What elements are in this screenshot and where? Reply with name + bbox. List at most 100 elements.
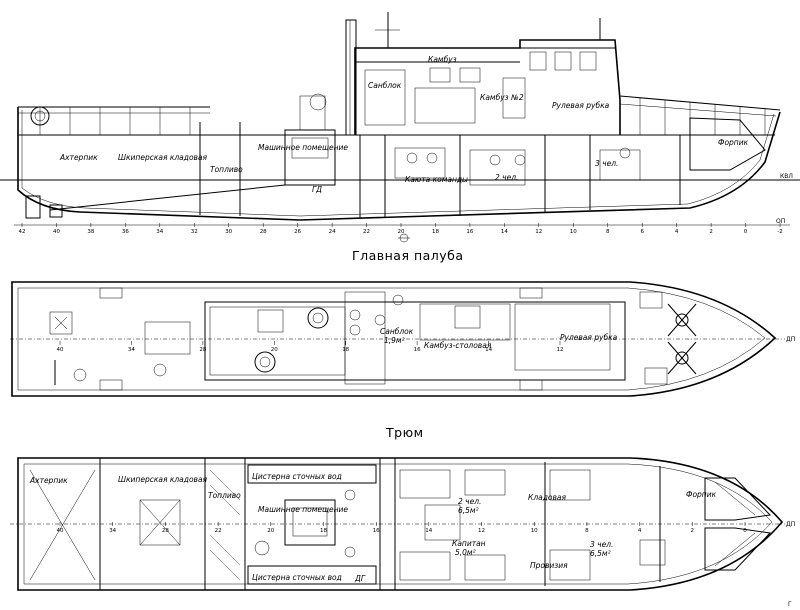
label-forepeak-profile: Форпик — [718, 138, 749, 147]
frame-number: 10 — [570, 229, 577, 235]
label-sanblok-area: 1,9м² — [384, 336, 405, 345]
label-captain-hold: Капитан — [452, 539, 486, 548]
frame-number: 22 — [363, 229, 370, 235]
funnel — [345, 19, 357, 136]
frame-number: 20 — [398, 229, 405, 235]
frame-number: 34 — [156, 229, 163, 235]
title-hold: Трюм — [385, 425, 424, 440]
frame-number: 30 — [225, 229, 232, 235]
frame-number: 10 — [531, 528, 538, 534]
label-sanblok-profile: Санблок — [368, 81, 402, 90]
superstructure-windows — [429, 51, 597, 119]
frame-number: 14 — [485, 347, 492, 353]
frame-number: 18 — [432, 229, 439, 235]
label-three-person-hold: 3 чел. — [590, 540, 613, 549]
frame-number: 32 — [191, 229, 198, 235]
hold-outline — [17, 457, 784, 591]
marker-kvl: КВЛ — [780, 173, 793, 180]
hold-plan: Ахтерпик Шкиперская кладовая Топливо Цис… — [10, 457, 795, 608]
deck-reel-icon — [254, 351, 276, 373]
bow-rail — [619, 95, 781, 111]
frame-number: 4 — [638, 528, 642, 534]
label-gd-profile: ГД — [312, 185, 322, 194]
label-kombuz-profile: Камбуз — [428, 55, 457, 64]
marker-op: ОП — [776, 218, 785, 225]
label-captain-area: 5,0м² — [455, 548, 476, 557]
label-two-person-hold: 2 чел. — [458, 497, 481, 506]
frame-number: 28 — [260, 229, 267, 235]
label-tank-top: Цистерна сточных вод — [252, 472, 342, 481]
label-engine-hold: Машинное помещение — [258, 505, 348, 514]
frame-number: 0 — [743, 528, 747, 534]
label-fuel-profile: Топливо — [210, 165, 243, 174]
frame-number: 12 — [478, 528, 485, 534]
frame-number: 16 — [466, 229, 473, 235]
frame-number: 42 — [19, 229, 26, 235]
profile-view: Ахтерпик Шкиперская кладовая Топливо Маш… — [0, 12, 800, 235]
profile-bulkheads — [199, 122, 681, 218]
frame-number: 12 — [535, 229, 542, 235]
frame-number: 40 — [57, 347, 64, 353]
bow-rail-2 — [619, 103, 777, 117]
waste-tank-top — [247, 464, 377, 484]
hull-outline — [17, 107, 781, 221]
anchor-windlass-icon — [675, 313, 689, 327]
label-kombuz2-profile: Камбуз №2 — [480, 93, 524, 102]
frame-number: 38 — [87, 229, 94, 235]
frame-number: -2 — [777, 229, 782, 235]
label-engine-profile: Машинное помещение — [258, 143, 348, 152]
frame-number: 18 — [320, 528, 327, 534]
engine-pulley-icon — [309, 93, 327, 111]
label-two-person-area: 6,5м² — [458, 506, 479, 515]
frame-number: 28 — [162, 528, 169, 534]
label-dg-hold: ДГ — [354, 574, 366, 583]
marker-dp1: ДП — [786, 336, 795, 343]
label-storage-hold: Кладовая — [528, 493, 567, 502]
label-skipper-hold: Шкиперская кладовая — [118, 475, 208, 484]
label-aftpeak-profile: Ахтерпик — [59, 153, 98, 162]
hold-hatching — [209, 469, 241, 581]
label-tank-bottom: Цистерна сточных вод — [252, 573, 342, 582]
title-main-deck: Главная палуба — [352, 248, 464, 263]
frame-number: 34 — [109, 528, 116, 534]
frame-number: 6 — [640, 229, 644, 235]
frame-number: 20 — [267, 528, 274, 534]
frame-number: 22 — [215, 528, 222, 534]
label-skipper-profile: Шкиперская кладовая — [118, 153, 208, 162]
frame-number: 14 — [425, 528, 432, 534]
label-forepeak-hold: Форпик — [686, 490, 717, 499]
hold-main-engine — [284, 499, 336, 546]
rudder-icon — [25, 195, 41, 219]
frame-number: 0 — [744, 229, 748, 235]
frame-number: 24 — [329, 229, 336, 235]
frame-number: 40 — [53, 229, 60, 235]
propeller-icon — [49, 204, 63, 218]
frame-number: 16 — [373, 528, 380, 534]
label-aftpeak-hold: Ахтерпик — [29, 476, 68, 485]
waste-tank-bottom — [247, 565, 377, 585]
label-three-person-area: 6,5м² — [590, 549, 611, 558]
frame-number: 12 — [557, 347, 564, 353]
label-wheelhouse-deck: Рулевая рубка — [560, 333, 618, 342]
frame-number: 20 — [271, 347, 278, 353]
marker-g: Г — [788, 601, 792, 608]
frame-number: 36 — [122, 229, 129, 235]
frame-number: 4 — [675, 229, 679, 235]
frame-number: 8 — [585, 528, 589, 534]
label-three-person-profile: 3 чел. — [595, 159, 618, 168]
frame-number: 14 — [501, 229, 508, 235]
main-deck-plan: Санблок 1,9м² Камбуз-столовая Рулевая ру… — [10, 281, 795, 397]
frame-number: 40 — [57, 528, 64, 534]
frame-number: 8 — [606, 229, 610, 235]
label-two-person-profile: 2 чел. — [495, 173, 518, 182]
aft-railing — [39, 107, 191, 135]
frame-number: 28 — [199, 347, 206, 353]
label-sanblok-deck: Санблок — [380, 327, 414, 336]
label-crew-cabin-profile: Каюта команды — [405, 175, 468, 184]
marker-dp2: ДП — [786, 521, 795, 528]
frame-number: 2 — [709, 229, 713, 235]
